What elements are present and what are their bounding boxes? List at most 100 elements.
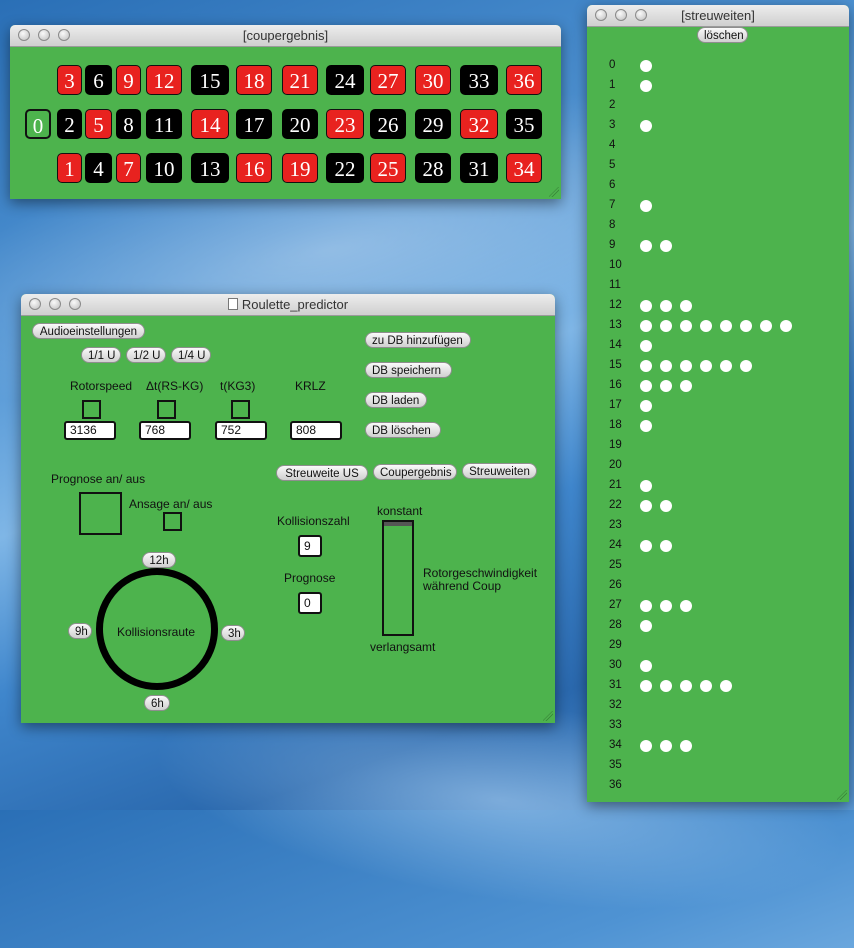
streuweite-row-label: 7: [609, 199, 616, 211]
close-window-button[interactable]: [18, 29, 30, 41]
streuweiten-button[interactable]: Streuweiten: [462, 463, 537, 479]
t-kg3-number-box[interactable]: 752: [215, 421, 267, 440]
clock-6h-button[interactable]: 6h: [144, 695, 170, 711]
title-bar[interactable]: [streuweiten]: [587, 5, 849, 27]
collision-diamond-circle[interactable]: [96, 568, 218, 690]
roulette-number[interactable]: 14: [191, 109, 229, 139]
streuweite-row-label: 12: [609, 299, 622, 311]
roulette-number[interactable]: 28: [415, 153, 451, 183]
zoom-window-button[interactable]: [635, 9, 647, 21]
ansage-toggle[interactable]: [163, 512, 182, 531]
roulette-number[interactable]: 20: [282, 109, 318, 139]
roulette-number[interactable]: 35: [506, 109, 542, 139]
rotorspeed-toggle[interactable]: [82, 400, 101, 419]
roulette-number[interactable]: 13: [191, 153, 229, 183]
roulette-number[interactable]: 23: [326, 109, 364, 139]
roulette-number[interactable]: 6: [85, 65, 112, 95]
streuweite-dot: [640, 60, 652, 72]
roulette-number[interactable]: 34: [506, 153, 542, 183]
kollisionszahl-number-box[interactable]: 9: [298, 535, 322, 557]
prognose-number-box[interactable]: 0: [298, 592, 322, 614]
rotor-speed-slider[interactable]: [382, 520, 414, 636]
roulette-number[interactable]: 25: [370, 153, 406, 183]
roulette-number[interactable]: 16: [236, 153, 272, 183]
close-window-button[interactable]: [29, 298, 41, 310]
roulette-number[interactable]: 10: [146, 153, 182, 183]
minimize-window-button[interactable]: [49, 298, 61, 310]
clock-9h-button[interactable]: 9h: [68, 623, 92, 639]
prognose-label: Prognose: [284, 571, 336, 585]
roulette-predictor-window: Roulette_predictor Audioeinstellungen 1/…: [21, 294, 555, 723]
coupergebnis-button[interactable]: Coupergebnis: [373, 464, 457, 480]
roulette-number[interactable]: 11: [146, 109, 182, 139]
roulette-number[interactable]: 29: [415, 109, 451, 139]
roulette-number[interactable]: 33: [460, 65, 498, 95]
minimize-window-button[interactable]: [615, 9, 627, 21]
speed-button-1-2[interactable]: 1/2 U: [126, 347, 166, 363]
save-db-button[interactable]: DB speichern: [365, 362, 452, 378]
resize-handle[interactable]: [543, 711, 553, 721]
roulette-number[interactable]: 3: [57, 65, 82, 95]
roulette-number[interactable]: 30: [415, 65, 451, 95]
roulette-number-zero[interactable]: 0: [25, 109, 51, 139]
roulette-number[interactable]: 32: [460, 109, 498, 139]
resize-handle[interactable]: [837, 790, 847, 800]
roulette-number[interactable]: 7: [116, 153, 141, 183]
slider-handle[interactable]: [384, 522, 412, 526]
clock-3h-button[interactable]: 3h: [221, 625, 245, 641]
roulette-number[interactable]: 8: [116, 109, 141, 139]
delta-t-toggle[interactable]: [157, 400, 176, 419]
clear-db-button[interactable]: DB löschen: [365, 422, 441, 438]
streuweite-row-label: 35: [609, 759, 622, 771]
roulette-number[interactable]: 1: [57, 153, 82, 183]
roulette-number[interactable]: 5: [85, 109, 112, 139]
load-db-button[interactable]: DB laden: [365, 392, 427, 408]
roulette-number[interactable]: 36: [506, 65, 542, 95]
streuweite-dot: [660, 240, 672, 252]
streuweite-dot: [720, 320, 732, 332]
roulette-number[interactable]: 31: [460, 153, 498, 183]
clear-button[interactable]: löschen: [697, 27, 748, 43]
resize-handle[interactable]: [549, 187, 559, 197]
streuweite-us-button[interactable]: Streuweite US: [276, 465, 368, 481]
roulette-number[interactable]: 22: [326, 153, 364, 183]
streuweite-row-label: 32: [609, 699, 622, 711]
roulette-number[interactable]: 27: [370, 65, 406, 95]
streuweite-row-label: 34: [609, 739, 622, 751]
title-bar[interactable]: Roulette_predictor: [21, 294, 555, 316]
roulette-number[interactable]: 26: [370, 109, 406, 139]
roulette-number[interactable]: 18: [236, 65, 272, 95]
close-window-button[interactable]: [595, 9, 607, 21]
streuweite-row-label: 19: [609, 439, 622, 451]
minimize-window-button[interactable]: [38, 29, 50, 41]
streuweite-row-label: 25: [609, 559, 622, 571]
roulette-number[interactable]: 2: [57, 109, 82, 139]
zoom-window-button[interactable]: [69, 298, 81, 310]
roulette-number[interactable]: 19: [282, 153, 318, 183]
prognose-toggle[interactable]: [79, 492, 122, 535]
roulette-number[interactable]: 9: [116, 65, 141, 95]
speed-button-1-4[interactable]: 1/4 U: [171, 347, 211, 363]
streuweite-dot: [740, 320, 752, 332]
title-bar[interactable]: [coupergebnis]: [10, 25, 561, 47]
streuweite-dot: [780, 320, 792, 332]
delta-t-number-box[interactable]: 768: [139, 421, 191, 440]
roulette-number[interactable]: 4: [85, 153, 112, 183]
roulette-number[interactable]: 15: [191, 65, 229, 95]
slider-top-label: konstant: [377, 504, 423, 518]
clock-12h-button[interactable]: 12h: [142, 552, 176, 568]
add-to-db-button[interactable]: zu DB hinzufügen: [365, 332, 471, 348]
speed-button-1-1[interactable]: 1/1 U: [81, 347, 121, 363]
rotorspeed-number-box[interactable]: 3136: [64, 421, 116, 440]
t-kg3-toggle[interactable]: [231, 400, 250, 419]
roulette-number[interactable]: 24: [326, 65, 364, 95]
zoom-window-button[interactable]: [58, 29, 70, 41]
audio-settings-button[interactable]: Audioeinstellungen: [32, 323, 145, 339]
streuweite-dot: [700, 360, 712, 372]
roulette-number[interactable]: 21: [282, 65, 318, 95]
roulette-number[interactable]: 17: [236, 109, 272, 139]
roulette-number[interactable]: 12: [146, 65, 182, 95]
krlz-number-box[interactable]: 808: [290, 421, 342, 440]
